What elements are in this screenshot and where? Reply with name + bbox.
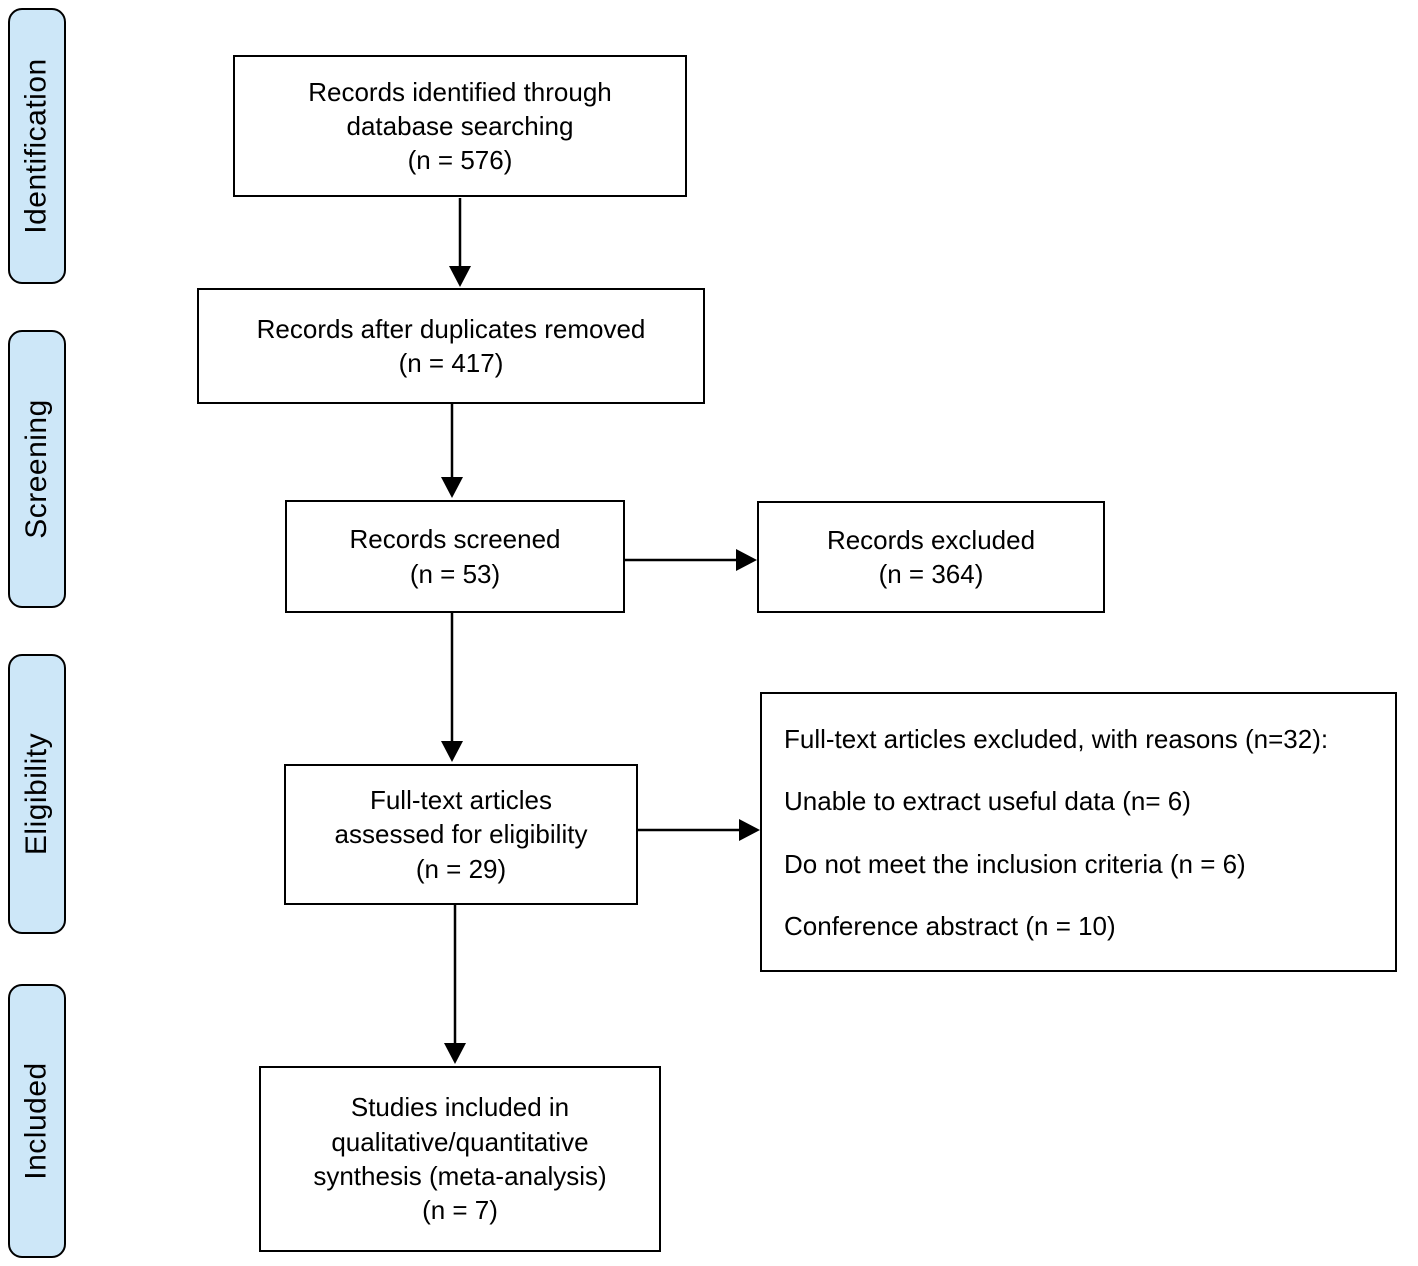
flow-box-records-screened-text: Records screened (n = 53) xyxy=(349,524,561,589)
flow-box-records-excluded: Records excluded (n = 364) xyxy=(757,501,1105,613)
flow-box-fulltext-excluded: Full-text articles excluded, with reason… xyxy=(760,692,1397,972)
stage-label-identification: Identification xyxy=(20,58,54,234)
fulltext-excluded-reason-3: Conference abstract (n = 10) xyxy=(784,910,1116,941)
flow-box-records-after-duplicates-text: Records after duplicates removed (n = 41… xyxy=(256,313,646,378)
stage-label-screening: Screening xyxy=(20,399,53,539)
flow-box-records-identified-text: Records identified through database sear… xyxy=(308,76,612,176)
arrow-fulltext-to-included xyxy=(444,905,466,1064)
flow-box-records-excluded-text: Records excluded (n = 364) xyxy=(826,524,1036,589)
flow-box-studies-included: Studies included in qualitative/quantita… xyxy=(259,1066,661,1252)
fulltext-excluded-reason-1: Unable to extract useful data (n= 6) xyxy=(784,786,1191,817)
stage-label-eligibility: Eligibility xyxy=(20,732,53,856)
flow-box-fulltext-assessed: Full-text articles assessed for eligibil… xyxy=(284,764,638,905)
flow-box-records-screened: Records screened (n = 53) xyxy=(285,500,625,613)
flow-box-records-after-duplicates: Records after duplicates removed (n = 41… xyxy=(197,288,705,404)
arrow-identified-to-duplicates xyxy=(449,198,471,287)
stage-bar-screening: Screening xyxy=(8,330,66,608)
stage-bar-eligibility: Eligibility xyxy=(8,654,66,934)
flow-box-studies-included-text: Studies included in qualitative/quantita… xyxy=(313,1092,607,1226)
stage-label-included: Included xyxy=(20,1062,53,1180)
arrow-fulltext-to-reasons xyxy=(638,819,760,841)
fulltext-excluded-heading: Full-text articles excluded, with reason… xyxy=(784,724,1329,754)
arrow-screened-to-fulltext xyxy=(441,613,463,762)
fulltext-excluded-reason-2: Do not meet the inclusion criteria (n = … xyxy=(784,848,1246,879)
arrow-screened-to-excluded xyxy=(625,549,757,571)
flow-box-records-identified: Records identified through database sear… xyxy=(233,55,687,197)
stage-bar-identification: Identification xyxy=(8,8,66,284)
arrow-duplicates-to-screened xyxy=(441,404,463,498)
stage-bar-included: Included xyxy=(8,984,66,1258)
flow-box-fulltext-assessed-text: Full-text articles assessed for eligibil… xyxy=(334,785,588,884)
